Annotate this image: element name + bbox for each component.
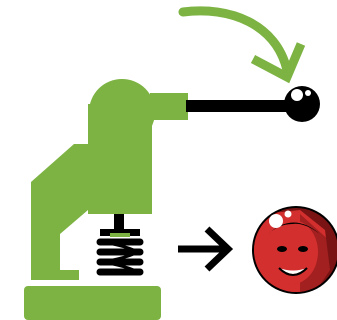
robot-end-effector [186, 86, 320, 122]
robot-pedestal [31, 144, 88, 280]
ball-icon [284, 86, 320, 122]
face-portrait-icon [250, 205, 337, 300]
robot-arm [24, 79, 188, 320]
robot-base-plate [24, 286, 161, 320]
robot-shoulder-joint [89, 79, 155, 145]
right-arrow-icon [178, 229, 228, 269]
curved-arrow-icon [183, 11, 301, 77]
spring-press-icon [100, 214, 140, 272]
robot-forearm [150, 93, 188, 120]
